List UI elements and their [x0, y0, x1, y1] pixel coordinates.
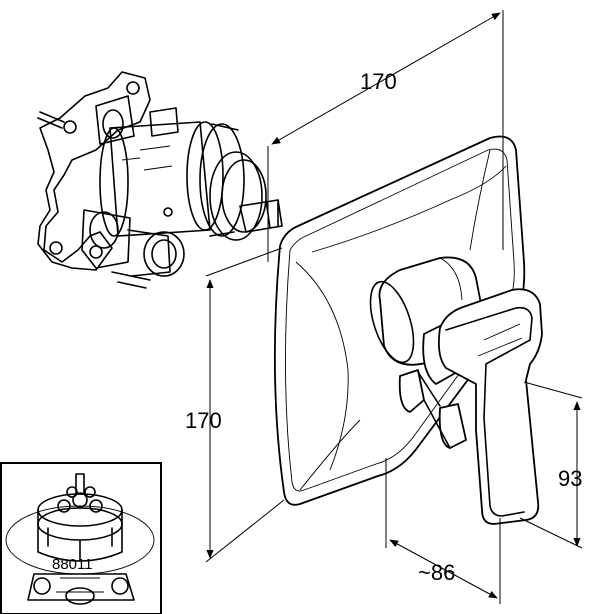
- part-number-label: 88011: [52, 556, 93, 573]
- lever-handle: [369, 256, 543, 525]
- dimension-width-top: 170: [267, 10, 504, 262]
- dimension-height-left: 170: [185, 247, 285, 563]
- dim-label-width: 170: [360, 69, 397, 94]
- dim-label-height: 170: [185, 408, 222, 433]
- dim-label-depth: ~86: [418, 560, 455, 585]
- dim-label-handle-height: 93: [558, 466, 582, 491]
- inset-box: 88011: [0, 462, 162, 614]
- dimension-height-handle: 93: [519, 381, 582, 549]
- valve-body-illustration: [37, 71, 283, 289]
- dimension-depth: ~86: [385, 458, 501, 604]
- inset-valve-illustration: [5, 473, 155, 605]
